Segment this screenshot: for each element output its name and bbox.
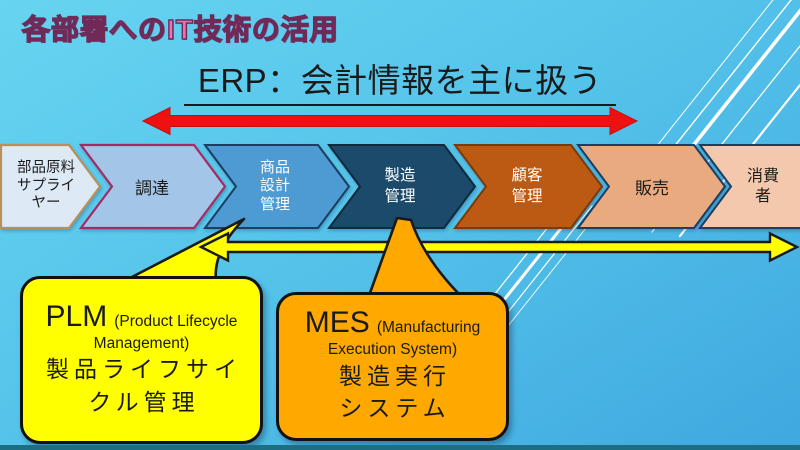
slide-title: 各部署へのIT技術の活用 xyxy=(21,13,339,45)
plm-abbr: PLM xyxy=(45,299,108,333)
step-label-suppliers: 部品原料 サプライ ヤー xyxy=(17,159,75,212)
supply-chain-arrow xyxy=(198,231,800,263)
bottom-accent-bar xyxy=(0,445,800,450)
plm-line-en1: PLM (Product Lifecycle xyxy=(45,299,238,333)
chevron-product-design xyxy=(203,144,351,229)
step-label-sales: 販売 xyxy=(635,179,669,198)
step-label-crm: 顧客 管理 xyxy=(511,167,543,205)
plm-callout: PLM (Product Lifecycle Management) 製品ライフ… xyxy=(20,276,263,444)
diagonal-line xyxy=(499,207,603,337)
plm-line-jp2: クル管理 xyxy=(88,389,200,415)
erp-heading: ERP：会計情報を主に扱う xyxy=(183,60,617,107)
mes-line-en1: MES (Manufacturing xyxy=(305,308,480,338)
erp-scope-arrow xyxy=(141,106,639,136)
step-label-consumer: 消費 者 xyxy=(746,167,779,205)
chevron-crm xyxy=(453,144,604,229)
erp-heading-wrap: ERP：会計情報を主に扱う xyxy=(0,60,800,107)
step-label-procurement: 調達 xyxy=(135,179,169,198)
plm-en-rest: (Product Lifecycle xyxy=(114,312,238,330)
plm-line-en2: Management) xyxy=(93,334,190,352)
step-label-product-design: 商品 設計 管理 xyxy=(259,159,290,213)
chevron-procurement xyxy=(78,143,227,230)
mes-line-en2: Execution System) xyxy=(327,341,458,359)
mes-line-jp1: 製造実行 xyxy=(339,363,451,389)
mes-en-rest: (Manufacturing xyxy=(376,319,481,337)
step-label-manufacturing: 製造 管理 xyxy=(384,167,416,205)
mes-abbr: MES xyxy=(304,306,370,340)
mes-line-jp2: システム xyxy=(339,396,451,422)
mes-callout: MES (Manufacturing Execution System) 製造実… xyxy=(276,292,509,441)
plm-line-jp1: 製品ライフサイ xyxy=(46,357,242,383)
chevron-sales xyxy=(576,144,727,229)
chevron-consumer xyxy=(698,144,800,229)
chevron-manufacturing xyxy=(327,144,477,229)
chevron-suppliers xyxy=(0,143,102,230)
